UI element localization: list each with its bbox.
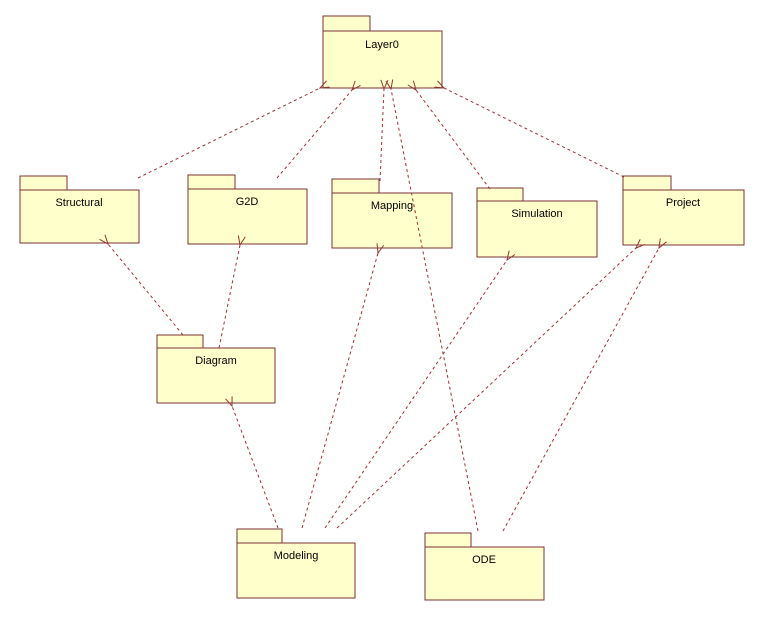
package-layer0[interactable]: Layer0 (322, 15, 443, 89)
package-label-project: Project (666, 197, 700, 209)
package-label-layer0: Layer0 (365, 39, 399, 51)
package-tab (331, 178, 380, 194)
dependency-edges (108, 88, 659, 532)
dependency-simulation-to-layer0[interactable] (416, 90, 491, 190)
package-body (156, 347, 276, 404)
dependency-modeling-to-diagram[interactable] (232, 406, 279, 529)
package-simulation[interactable]: Simulation (476, 187, 598, 258)
dependency-modeling-to-project[interactable] (336, 248, 636, 529)
dependency-ode-to-project[interactable] (502, 248, 659, 532)
package-project[interactable]: Project (622, 175, 745, 246)
package-mapping[interactable]: Mapping (331, 178, 453, 249)
package-body (187, 188, 308, 245)
package-body (322, 30, 443, 89)
package-g2d[interactable]: G2D (187, 174, 308, 245)
package-label-diagram: Diagram (195, 355, 237, 367)
dependency-modeling-to-simulation[interactable] (324, 260, 507, 529)
package-label-mapping: Mapping (371, 200, 413, 212)
dependency-g2d-to-layer0[interactable] (276, 90, 352, 179)
package-tab (156, 334, 204, 349)
package-tab (424, 532, 472, 548)
dependency-diagram-to-g2d[interactable] (218, 245, 240, 349)
dependency-diagram-to-structural[interactable] (108, 244, 184, 336)
package-label-g2d: G2D (236, 196, 259, 208)
package-body (19, 189, 140, 244)
package-label-ode: ODE (472, 554, 496, 566)
package-ode[interactable]: ODE (424, 532, 545, 601)
package-body (424, 546, 545, 601)
package-label-modeling: Modeling (274, 550, 319, 562)
package-tab (622, 175, 672, 191)
package-tab (322, 15, 371, 32)
package-diagram[interactable]: Diagram (156, 334, 276, 404)
package-label-structural: Structural (55, 197, 102, 209)
package-body (236, 542, 356, 599)
package-label-simulation: Simulation (511, 208, 562, 220)
package-tab (19, 175, 68, 191)
package-body (476, 200, 598, 258)
package-body (622, 189, 745, 246)
package-tab (187, 174, 236, 190)
dependency-modeling-to-mapping[interactable] (301, 253, 378, 529)
package-body (331, 192, 453, 249)
package-modeling[interactable]: Modeling (236, 528, 356, 599)
package-tab (236, 528, 283, 544)
package-structural[interactable]: Structural (19, 175, 140, 244)
dependency-structural-to-layer0[interactable] (137, 88, 320, 179)
package-tab (476, 187, 524, 202)
dependency-mapping-to-layer0[interactable] (379, 89, 384, 182)
